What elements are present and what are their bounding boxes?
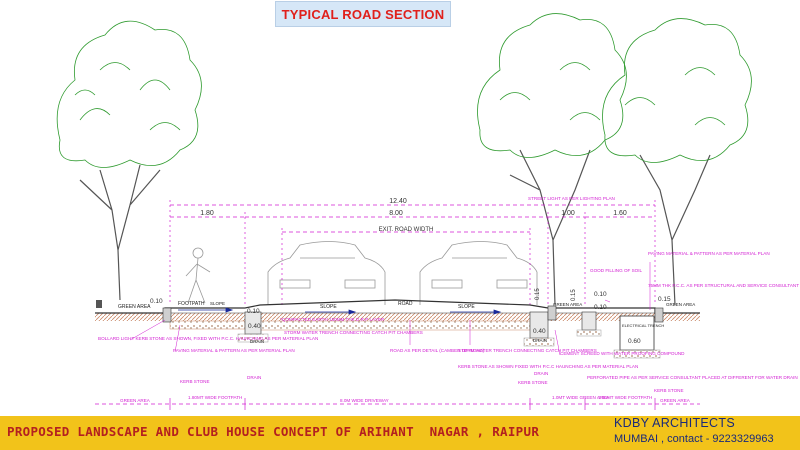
section-labels: GREEN AREA FOOTPATH SLOPE SLOPE ROAD SLO… bbox=[118, 301, 695, 344]
note-pcc-bed: 75MM THK P.C.C. AS PER STRUCTURAL AND SE… bbox=[648, 283, 799, 288]
bottom-footpath-left: 1.80MT WIDE FOOTPATH bbox=[188, 395, 242, 400]
dim-right-1: 1.00 bbox=[561, 210, 575, 217]
dimension-texts: 12.40 1.80 8.00 1.00 1.60 EXIT. ROAD WID… bbox=[150, 198, 671, 345]
title-box: TYPICAL ROAD SECTION bbox=[275, 1, 451, 27]
footer-banner bbox=[0, 416, 800, 450]
note-paving-right: PAVING MATERIAL & PATTERN AS PER MATERIA… bbox=[648, 251, 770, 256]
note-perforated-pipe: PERFORATED PIPE AS PER SERVICE CONSULTAN… bbox=[587, 375, 798, 380]
note-street-light: STREET LIGHT AS PER LIGHTING PLAN bbox=[528, 196, 615, 201]
tree-right-1 bbox=[477, 13, 627, 306]
drain-right-size: 0.40 bbox=[533, 328, 546, 335]
level-r1: 0.15 bbox=[535, 288, 541, 300]
bottom-green-left: GREEN AREA bbox=[120, 398, 151, 403]
level-r4: 0.10 bbox=[594, 304, 607, 311]
bottom-green-far: GREEN AREA bbox=[660, 398, 691, 403]
note-cement-screed: CEMENT SCREED WITH WATER PROOFING COMPOU… bbox=[560, 351, 685, 356]
road-section-profile bbox=[95, 299, 700, 359]
note-kerb-stone-far: KERB STONE bbox=[654, 388, 684, 393]
label-drain-right-inner: DRAIN bbox=[533, 338, 547, 343]
dim-right-2: 1.60 bbox=[613, 210, 627, 217]
note-compacted-earth: COMPACTED EARTH 150MM THK D.R.P LAYER bbox=[282, 317, 385, 322]
label-footpath: FOOTPATH bbox=[178, 301, 205, 307]
dim-left-footpath: 1.80 bbox=[200, 210, 214, 217]
slope-arrows bbox=[178, 307, 502, 315]
bottom-green-right: 1.0MT WIDE GREEN AREA bbox=[552, 395, 610, 400]
dim-exit-road-width: EXIT. ROAD WIDTH bbox=[379, 227, 434, 233]
bottom-footpath-right: 1.60MT WIDE FOOTPATH bbox=[598, 395, 652, 400]
bottom-dimension-line bbox=[95, 398, 700, 410]
leader-lines bbox=[129, 262, 651, 356]
project-title: PROPOSED LANDSCAPE AND CLUB HOUSE CONCEP… bbox=[7, 424, 540, 439]
note-road-detail: ROAD AS PER DETAIL (CAMBER OF ROAD) bbox=[390, 348, 485, 353]
note-kerb-fixed: KERB STONE AS SHOWN FIXED WITH P.C.C HAU… bbox=[458, 364, 638, 369]
road-section-drawing: 12.40 1.80 8.00 1.00 1.60 EXIT. ROAD WID… bbox=[56, 13, 799, 410]
label-green-area-r2: GREEN AREA bbox=[666, 302, 695, 307]
note-kerb-stone-left: KERB STONE bbox=[180, 379, 210, 384]
car-left bbox=[267, 241, 386, 305]
note-kerb-stone-right: KERB STONE bbox=[518, 380, 548, 385]
label-slope-2: SLOPE bbox=[320, 304, 337, 310]
note-bollard: BOLLARD LIGHT KERB STONE AS SHOWN, FIXED… bbox=[98, 336, 318, 341]
bottom-zone-labels: GREEN AREA 1.80MT WIDE FOOTPATH 8.0M WID… bbox=[120, 395, 691, 403]
dim-road: 8.00 bbox=[389, 210, 403, 217]
level-left: 0.10 bbox=[150, 298, 163, 305]
firm-name: KDBY ARCHITECTS bbox=[614, 416, 735, 430]
firm-contact: MUMBAI , contact - 9223329963 bbox=[614, 433, 774, 445]
tree-left bbox=[56, 20, 202, 301]
drain-left-size: 0.40 bbox=[248, 323, 261, 330]
note-good-filling: GOOD FILLING OF SOIL bbox=[590, 268, 643, 273]
level-r2: 0.15 bbox=[571, 289, 577, 301]
label-slope-3: SLOPE bbox=[458, 304, 475, 310]
label-electrical-trench: ELECTRICAL TRENCH bbox=[622, 323, 664, 328]
chamber-size: 0.60 bbox=[628, 338, 641, 345]
note-storm-water-right: STORM WATER TRENCH CONNECTING CATCH PIT … bbox=[458, 348, 597, 353]
label-green-area-r1: GREEN AREA bbox=[553, 302, 582, 307]
note-paving-left: PAVING MATERIAL & PATTERN AS PER MATERIA… bbox=[173, 348, 295, 353]
level-kerb: 0.10 bbox=[247, 308, 260, 315]
car-right bbox=[419, 241, 538, 305]
bottom-driveway: 8.0M WIDE DRIVEWAY bbox=[340, 398, 389, 403]
label-road: ROAD bbox=[398, 301, 413, 307]
drawing-title: TYPICAL ROAD SECTION bbox=[281, 6, 445, 22]
dim-overall: 12.40 bbox=[389, 198, 407, 205]
person-figure bbox=[185, 247, 211, 304]
label-green-area-left: GREEN AREA bbox=[118, 304, 151, 310]
label-drain-left-inner: DRAIN bbox=[250, 339, 264, 344]
tree-right-2 bbox=[602, 18, 752, 306]
note-drain-left: DRAIN bbox=[247, 375, 261, 380]
level-r5: 0.15 bbox=[658, 296, 671, 303]
label-slope-1: SLOPE bbox=[210, 301, 225, 306]
dimension-lines bbox=[169, 200, 656, 305]
annotations: STREET LIGHT AS PER LIGHTING PLAN GOOD F… bbox=[98, 196, 799, 393]
level-r3: 0.10 bbox=[594, 291, 607, 298]
note-storm-water-left: STORM WATER TRENCH CONNECTING CATCH PIT … bbox=[284, 330, 423, 335]
note-drain-right: DRAIN bbox=[534, 371, 548, 376]
